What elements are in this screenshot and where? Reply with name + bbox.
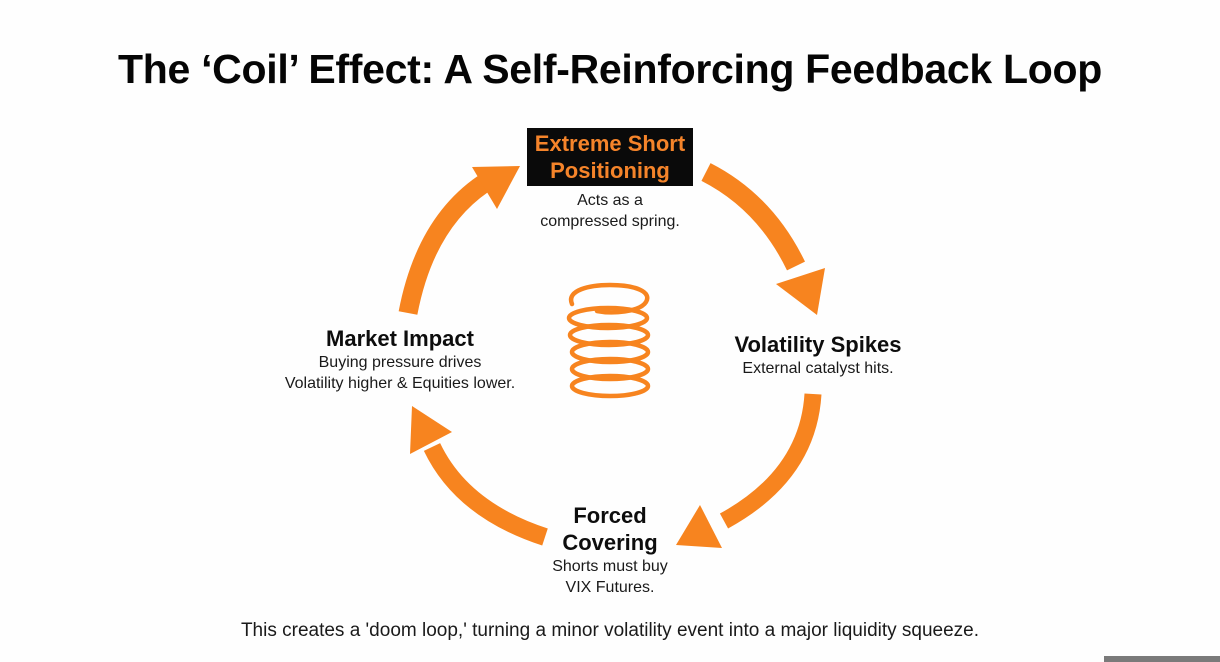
node-bottom-heading-line2: Covering	[562, 530, 658, 555]
node-market-impact: Market Impact Buying pressure drives Vol…	[250, 325, 550, 394]
node-right-desc: External catalyst hits.	[742, 360, 894, 377]
footer-caption: This creates a 'doom loop,' turning a mi…	[240, 620, 980, 641]
diagram-title: The ‘Coil’ Effect: A Self-Reinforcing Fe…	[118, 46, 1102, 92]
node-bottom-heading-line1: Forced	[573, 503, 647, 528]
node-left-desc-line2: Volatility higher & Equities lower.	[284, 375, 516, 392]
arrow-bottom-to-left	[410, 406, 548, 546]
node-top-heading-line2: Positioning	[550, 158, 670, 183]
arrow-left-to-top	[398, 166, 520, 315]
node-extreme-short-positioning: Extreme Short Positioning Acts as a comp…	[470, 128, 750, 232]
node-left-desc-line1: Buying pressure drives	[318, 354, 482, 371]
arrow-top-to-right	[701, 163, 825, 315]
node-top-heading: Extreme Short Positioning	[526, 128, 694, 186]
node-right-heading: Volatility Spikes	[734, 332, 902, 357]
node-bottom-desc-line2: VIX Futures.	[565, 579, 655, 596]
node-top-desc: Acts as a compressed spring.	[470, 190, 750, 232]
node-bottom-desc-line1: Shorts must buy	[552, 558, 668, 575]
node-top-desc-line2: compressed spring.	[540, 213, 680, 230]
node-forced-covering: Forced Covering Shorts must buy VIX Futu…	[500, 502, 720, 598]
horizontal-scrollbar[interactable]	[1104, 656, 1220, 662]
node-left-heading: Market Impact	[326, 326, 474, 351]
node-top-desc-line1: Acts as a	[577, 192, 643, 209]
spring-coil-icon	[566, 282, 651, 399]
arrow-right-to-bottom	[676, 393, 822, 548]
node-top-heading-line1: Extreme Short	[534, 131, 686, 156]
node-volatility-spikes: Volatility Spikes External catalyst hits…	[700, 331, 936, 379]
